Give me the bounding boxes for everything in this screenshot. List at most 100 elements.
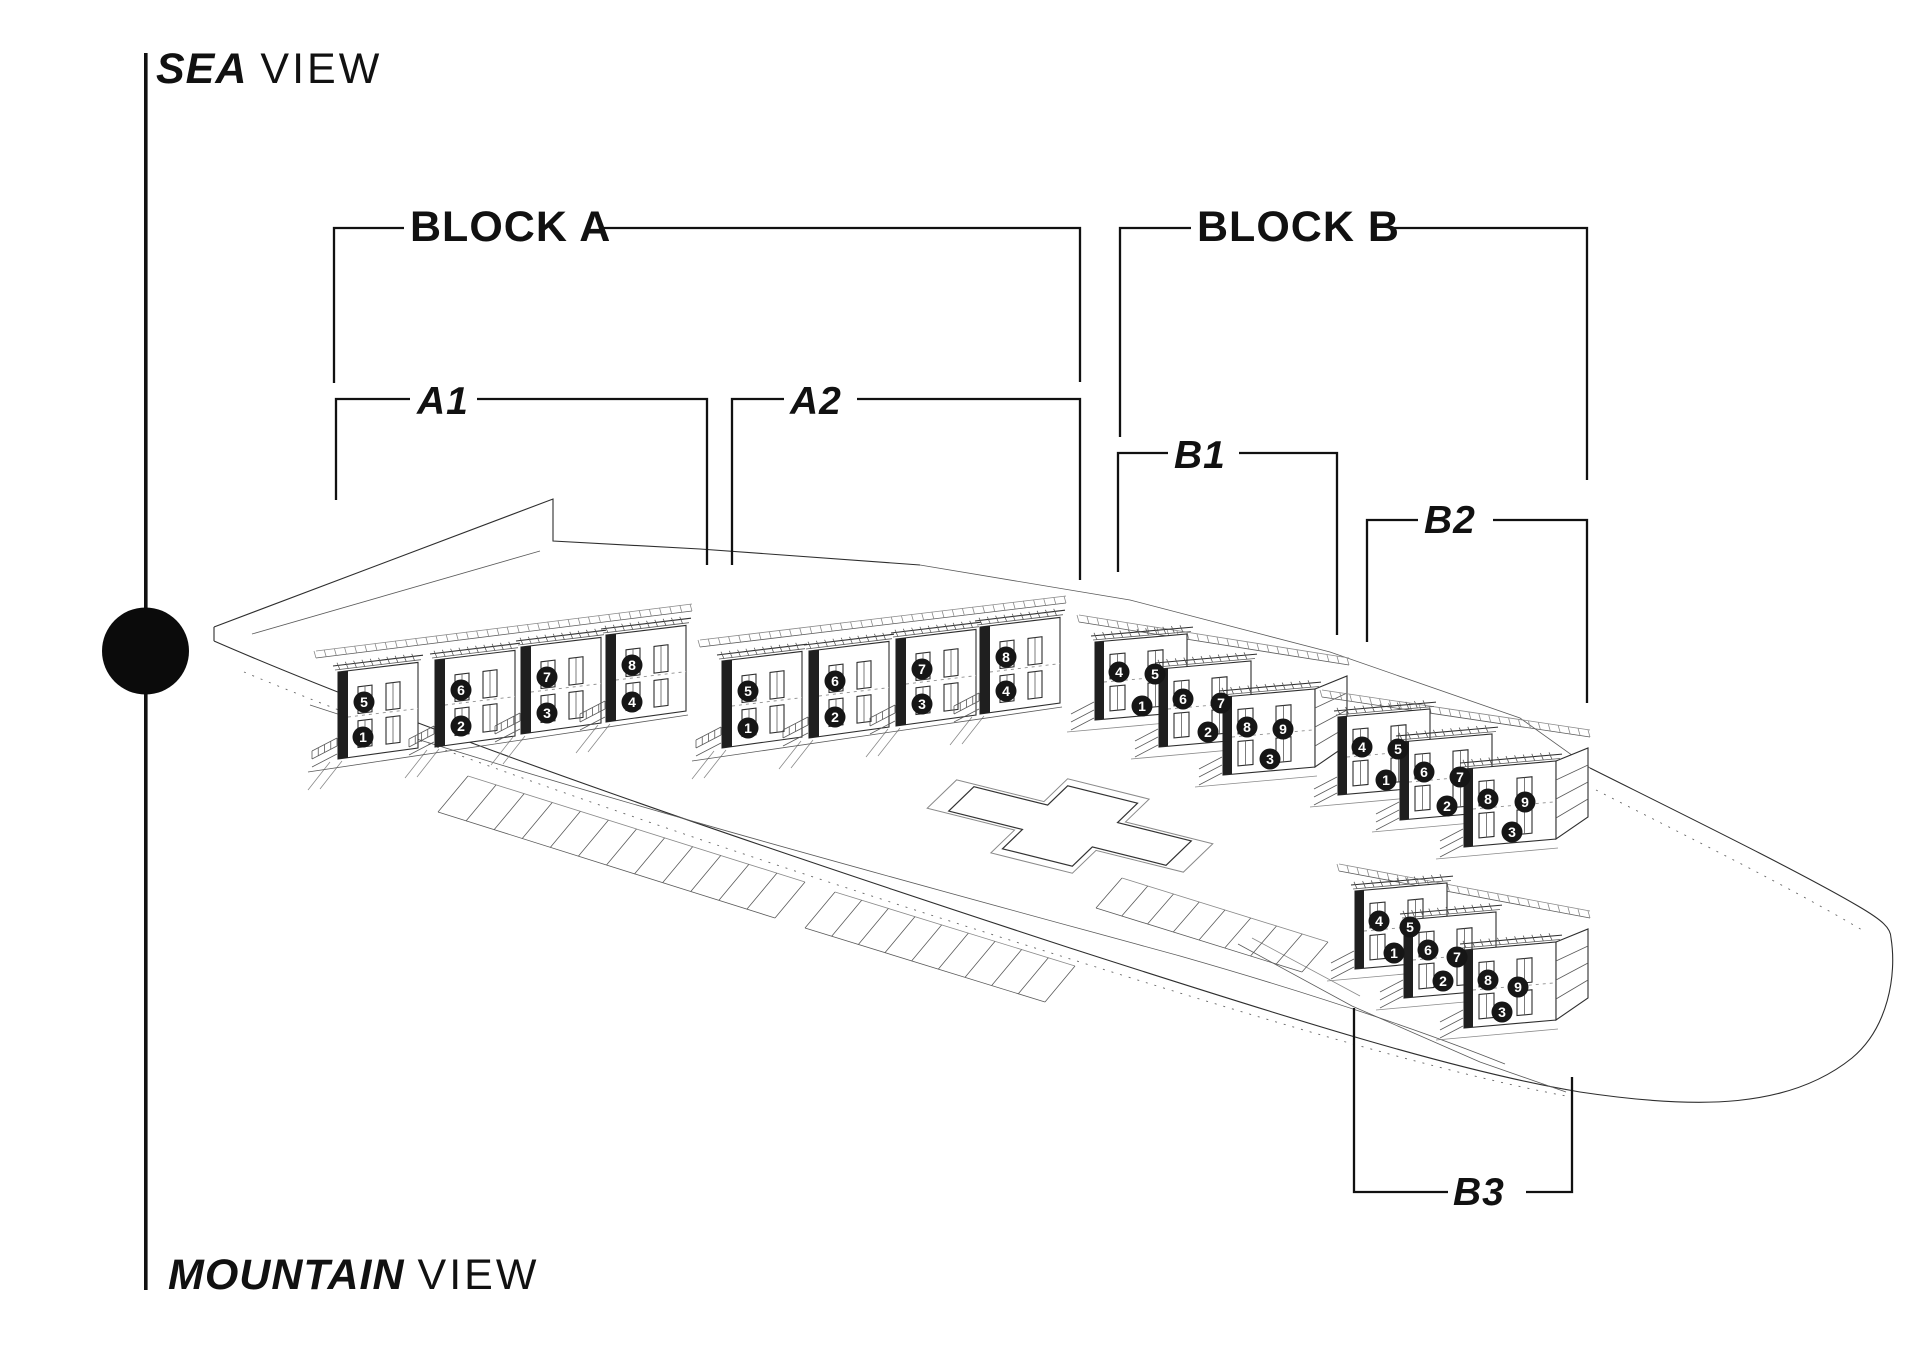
cluster-b2-buildings	[1309, 689, 1591, 860]
svg-text:7: 7	[918, 661, 926, 677]
svg-text:1: 1	[744, 720, 752, 736]
unit-badge-b3-3[interactable]: 3	[1491, 1001, 1513, 1023]
svg-text:3: 3	[543, 705, 551, 721]
sub-block-b1-label: B1	[1174, 434, 1226, 477]
sub-block-a1-label: A1	[417, 380, 469, 423]
unit-badge-b3-9[interactable]: 9	[1507, 976, 1529, 998]
unit-badge-b3-6[interactable]: 6	[1417, 939, 1439, 961]
svg-text:7: 7	[543, 669, 551, 685]
svg-text:4: 4	[1375, 913, 1383, 929]
unit-badge-b2-8[interactable]: 8	[1477, 788, 1499, 810]
svg-text:6: 6	[457, 682, 465, 698]
unit-badge-a1-1[interactable]: 1	[352, 726, 374, 748]
svg-text:3: 3	[1498, 1004, 1506, 1020]
unit-badge-b2-2[interactable]: 2	[1436, 795, 1458, 817]
svg-text:9: 9	[1279, 721, 1287, 737]
unit-badge-a2-5[interactable]: 5	[737, 680, 759, 702]
unit-badge-a2-7[interactable]: 7	[911, 658, 933, 680]
unit-badge-a2-3[interactable]: 3	[911, 693, 933, 715]
unit-badge-b2-5[interactable]: 5	[1387, 738, 1409, 760]
bracket-b3	[1352, 1008, 1574, 1194]
svg-text:4: 4	[1115, 664, 1123, 680]
unit-badge-a1-8[interactable]: 8	[621, 654, 643, 676]
svg-text:5: 5	[1394, 741, 1402, 757]
svg-text:2: 2	[457, 718, 465, 734]
sub-block-b2-label: B2	[1424, 499, 1476, 542]
site-boundary	[213, 498, 1894, 1103]
svg-text:8: 8	[1243, 719, 1251, 735]
unit-badge-b2-1[interactable]: 1	[1375, 769, 1397, 791]
unit-badge-b1-3[interactable]: 3	[1259, 748, 1281, 770]
bracket-a1	[334, 397, 709, 565]
unit-badge-b3-8[interactable]: 8	[1477, 969, 1499, 991]
svg-text:8: 8	[1002, 649, 1010, 665]
unit-badge-a2-6[interactable]: 6	[824, 670, 846, 692]
unit-badge-b1-4[interactable]: 4	[1108, 661, 1130, 683]
unit-badge-b2-7[interactable]: 7	[1449, 766, 1471, 788]
unit-badge-a2-2[interactable]: 2	[824, 706, 846, 728]
svg-text:2: 2	[1443, 798, 1451, 814]
svg-text:2: 2	[831, 709, 839, 725]
unit-badge-b1-5[interactable]: 5	[1144, 663, 1166, 685]
bracket-b1	[1116, 451, 1339, 635]
unit-badge-a1-3[interactable]: 3	[536, 702, 558, 724]
parking-lots	[437, 775, 1329, 1003]
svg-text:5: 5	[1151, 666, 1159, 682]
svg-text:2: 2	[1204, 724, 1212, 740]
annotation-brackets	[332, 226, 1589, 1194]
unit-badge-b1-2[interactable]: 2	[1197, 721, 1219, 743]
svg-text:9: 9	[1521, 794, 1529, 810]
bracket-b2	[1365, 518, 1589, 703]
svg-text:9: 9	[1514, 979, 1522, 995]
unit-badge-b3-5[interactable]: 5	[1399, 916, 1421, 938]
unit-badge-a1-4[interactable]: 4	[621, 691, 643, 713]
sun-dot	[102, 607, 189, 695]
unit-badge-a2-8[interactable]: 8	[995, 646, 1017, 668]
unit-badge-b2-6[interactable]: 6	[1413, 761, 1435, 783]
svg-text:4: 4	[1358, 739, 1366, 755]
unit-badge-b1-6[interactable]: 6	[1172, 688, 1194, 710]
svg-text:1: 1	[1138, 698, 1146, 714]
svg-text:5: 5	[360, 694, 368, 710]
unit-badge-b2-4[interactable]: 4	[1351, 736, 1373, 758]
unit-badge-b1-1[interactable]: 1	[1131, 695, 1153, 717]
unit-badge-a1-5[interactable]: 5	[353, 691, 375, 713]
block-a-label: BLOCK A	[410, 203, 612, 251]
svg-text:3: 3	[918, 696, 926, 712]
unit-badge-b1-8[interactable]: 8	[1236, 716, 1258, 738]
unit-badge-a2-4[interactable]: 4	[995, 680, 1017, 702]
unit-badge-a2-1[interactable]: 1	[737, 717, 759, 739]
orientation-rule	[102, 53, 189, 1290]
svg-text:3: 3	[1508, 824, 1516, 840]
unit-badge-b2-9[interactable]: 9	[1514, 791, 1536, 813]
cluster-b1-buildings	[1066, 614, 1350, 788]
unit-badge-b3-1[interactable]: 1	[1383, 942, 1405, 964]
unit-badge-b2-3[interactable]: 3	[1501, 821, 1523, 843]
svg-text:6: 6	[1424, 942, 1432, 958]
block-b-label: BLOCK B	[1197, 203, 1400, 251]
unit-badge-a1-6[interactable]: 6	[450, 679, 472, 701]
svg-text:8: 8	[1484, 791, 1492, 807]
unit-badge-b1-9[interactable]: 9	[1272, 718, 1294, 740]
unit-badge-b1-7[interactable]: 7	[1210, 692, 1232, 714]
unit-badge-b3-7[interactable]: 7	[1446, 946, 1468, 968]
svg-text:8: 8	[628, 657, 636, 673]
svg-text:5: 5	[1406, 919, 1414, 935]
unit-badge-a1-7[interactable]: 7	[536, 666, 558, 688]
unit-badge-a1-2[interactable]: 2	[450, 715, 472, 737]
bracket-block-a	[332, 226, 1082, 383]
unit-badge-b3-4[interactable]: 4	[1368, 910, 1390, 932]
sea-view-emphasis: SEA	[156, 45, 248, 93]
bracket-block-b	[1118, 226, 1589, 480]
bracket-a2	[730, 397, 1082, 580]
mountain-view-emphasis: MOUNTAIN	[168, 1251, 405, 1299]
svg-text:7: 7	[1453, 949, 1461, 965]
svg-text:6: 6	[1420, 764, 1428, 780]
svg-text:2: 2	[1439, 973, 1447, 989]
unit-badge-b3-2[interactable]: 2	[1432, 970, 1454, 992]
sub-block-a2-label: A2	[790, 380, 842, 423]
svg-text:1: 1	[1390, 945, 1398, 961]
